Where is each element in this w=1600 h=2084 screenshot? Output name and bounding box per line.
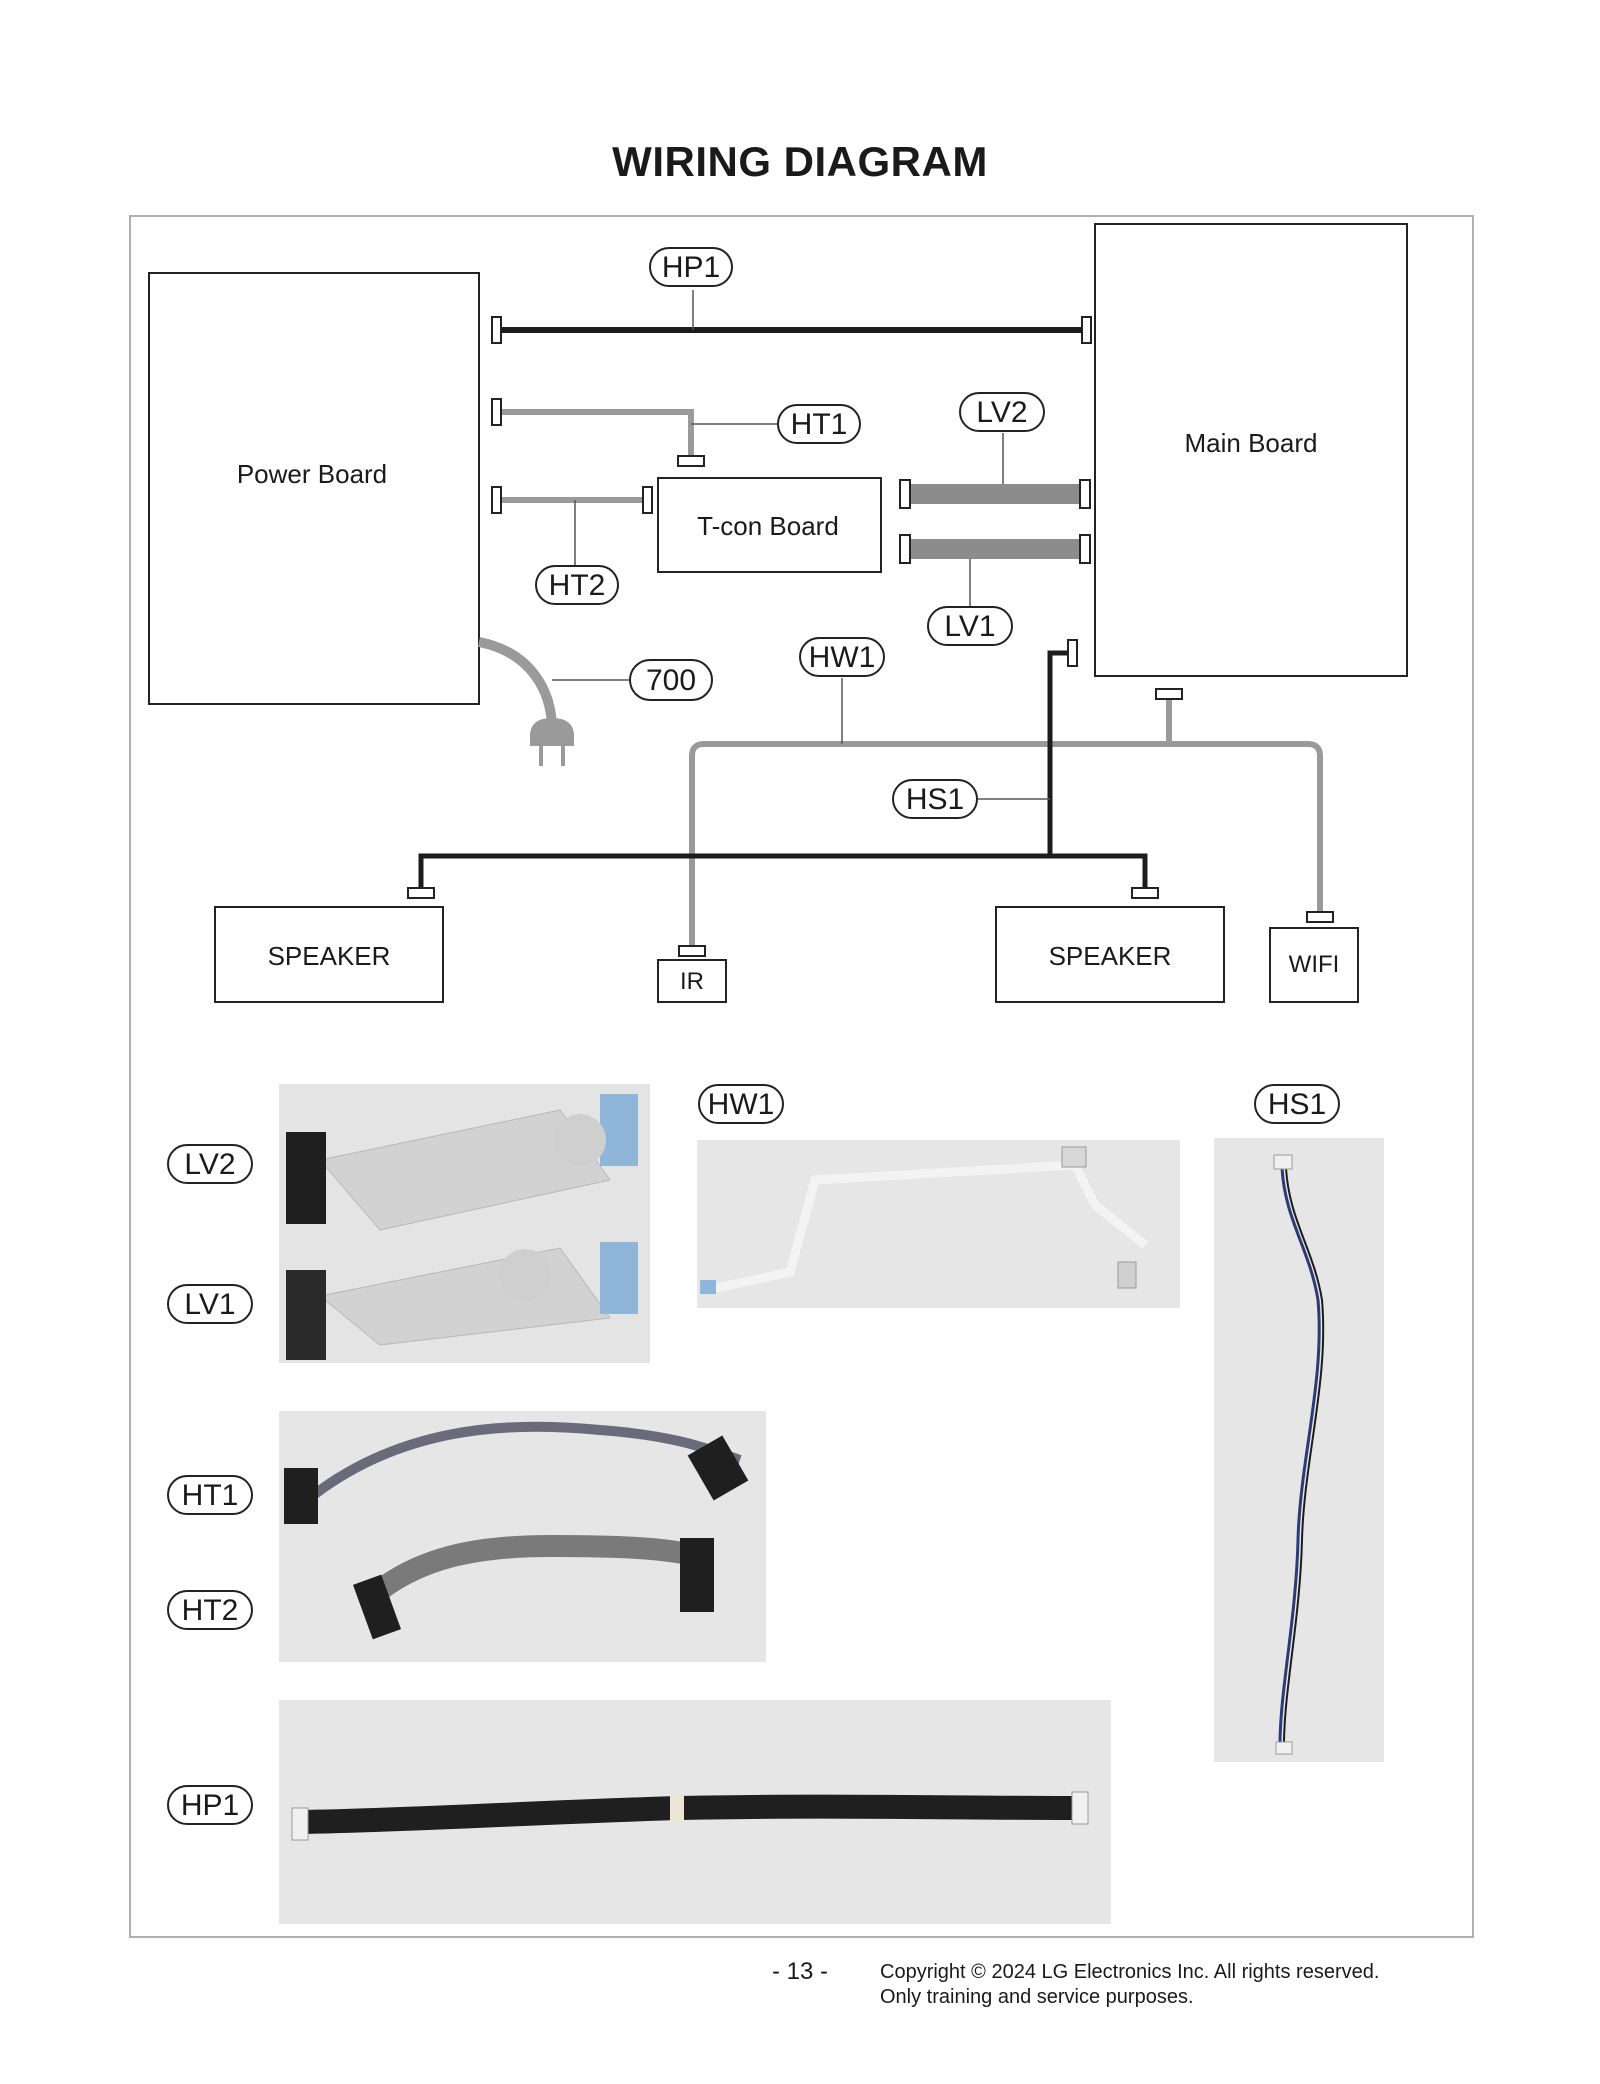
cable-hs1: HS1 xyxy=(407,639,1159,899)
lv2-label: LV2 xyxy=(976,396,1027,429)
photo-lv-cables xyxy=(279,1084,650,1363)
tcon-board-label: T-con Board xyxy=(697,511,839,541)
diagram-frame xyxy=(129,215,1474,1938)
power-cord: 700 xyxy=(477,637,713,766)
svg-text:HT1: HT1 xyxy=(182,1479,239,1512)
copyright-line-1: Copyright © 2024 LG Electronics Inc. All… xyxy=(880,1961,1380,1983)
svg-text:HT2: HT2 xyxy=(182,1594,239,1627)
photo-hp1-cable xyxy=(279,1700,1111,1924)
page-number: - 13 - xyxy=(771,1958,828,1985)
svg-text:HP1: HP1 xyxy=(181,1789,239,1822)
photo-label-hp1: HP1 xyxy=(167,1785,253,1825)
speaker-left-label: SPEAKER xyxy=(268,941,391,971)
photo-label-lv2: LV2 xyxy=(167,1144,253,1184)
copyright-line-2: Only training and service purposes. xyxy=(880,1986,1194,2008)
tcon-board: T-con Board xyxy=(657,477,882,573)
photo-label-hs1: HS1 xyxy=(1254,1084,1340,1124)
speaker-right-label: SPEAKER xyxy=(1049,941,1172,971)
copyright: Copyright © 2024 LG Electronics Inc. All… xyxy=(880,1960,1379,2010)
lv1-label: LV1 xyxy=(944,610,995,643)
svg-text:HS1: HS1 xyxy=(1268,1088,1326,1121)
power-board-label: Power Board xyxy=(237,459,387,489)
hs1-label: HS1 xyxy=(906,783,964,816)
photo-hs1-cable xyxy=(1214,1138,1384,1762)
svg-text:LV2: LV2 xyxy=(184,1148,235,1181)
speaker-left: SPEAKER xyxy=(214,906,444,1003)
cable-hw1: HW1 xyxy=(678,637,1334,957)
hp1-label: HP1 xyxy=(662,251,720,284)
main-board: Main Board xyxy=(1094,223,1408,677)
page-title: WIRING DIAGRAM xyxy=(612,138,988,185)
svg-text:LV1: LV1 xyxy=(184,1288,235,1321)
cable-ht1: HT1 xyxy=(491,398,861,467)
wifi-module: WIFI xyxy=(1269,927,1359,1003)
photo-label-ht2: HT2 xyxy=(167,1590,253,1630)
photo-label-ht1: HT1 xyxy=(167,1475,253,1515)
photo-label-lv1: LV1 xyxy=(167,1284,253,1324)
hw1-label: HW1 xyxy=(809,641,876,674)
cable-lv1: LV1 xyxy=(899,534,1091,646)
wifi-label: WIFI xyxy=(1289,951,1340,978)
cable-lv2: LV2 xyxy=(899,392,1091,509)
speaker-right: SPEAKER xyxy=(995,906,1225,1003)
photo-ht-cables xyxy=(279,1411,766,1662)
photo-hw1-cable xyxy=(697,1140,1180,1308)
ir-label: IR xyxy=(680,968,704,995)
ir-module: IR xyxy=(657,959,727,1003)
main-board-label: Main Board xyxy=(1185,428,1318,458)
svg-text:HW1: HW1 xyxy=(708,1088,775,1121)
photo-label-hw1: HW1 xyxy=(698,1084,784,1124)
ht2-label: HT2 xyxy=(549,569,606,602)
power-board: Power Board xyxy=(148,272,480,705)
power-cord-label: 700 xyxy=(646,664,696,697)
ht1-label: HT1 xyxy=(791,408,848,441)
cable-ht2: HT2 xyxy=(491,486,653,605)
cable-hp1: HP1 xyxy=(491,247,1092,344)
